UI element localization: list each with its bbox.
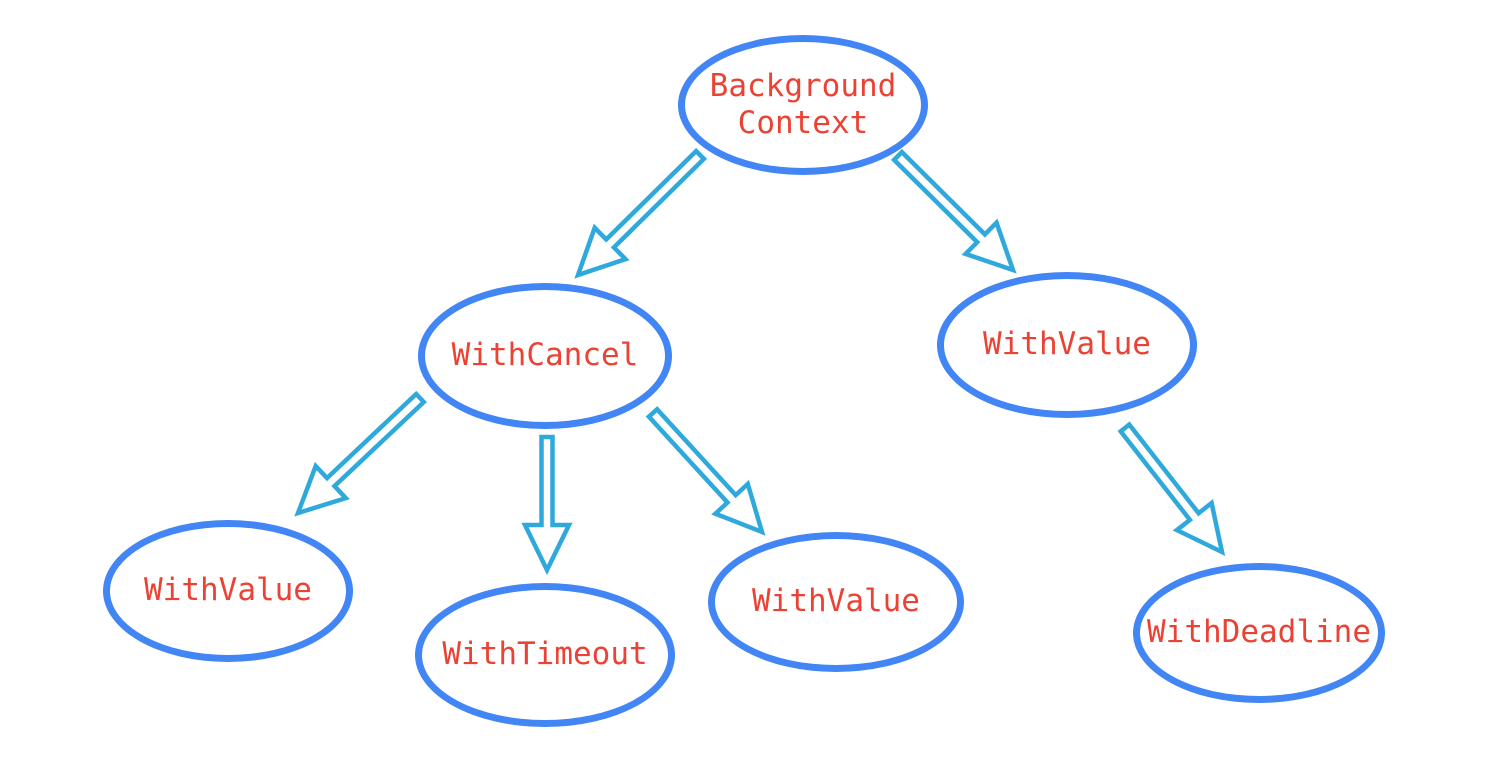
node-label-with-deadline: WithDeadline (1147, 614, 1371, 651)
node-with-value-left: WithValue (103, 520, 353, 662)
node-label-with-timeout: WithTimeout (442, 636, 648, 673)
arrow-background-context-to-with-cancel (574, 147, 708, 279)
arrow-with-cancel-to-with-value-left (294, 390, 427, 517)
node-with-deadline: WithDeadline (1133, 563, 1385, 703)
node-label-with-cancel: WithCancel (451, 337, 639, 374)
node-with-timeout: WithTimeout (415, 583, 675, 727)
node-label-with-value-mid: WithValue (752, 583, 920, 620)
arrow-background-context-to-with-value-right (890, 148, 1017, 274)
arrow-with-value-right-to-with-deadline (1117, 421, 1226, 557)
node-with-cancel: WithCancel (418, 283, 672, 429)
arrow-with-cancel-to-with-value-mid (645, 406, 766, 536)
node-label-background-context: Background Context (709, 67, 897, 141)
node-with-value-mid: WithValue (708, 532, 964, 672)
node-label-with-value-left: WithValue (144, 572, 312, 609)
node-background-context: Background Context (678, 35, 928, 175)
arrow-with-cancel-to-with-timeout (521, 434, 573, 576)
node-label-with-value-right: WithValue (983, 326, 1151, 363)
node-with-value-right: WithValue (937, 272, 1197, 418)
